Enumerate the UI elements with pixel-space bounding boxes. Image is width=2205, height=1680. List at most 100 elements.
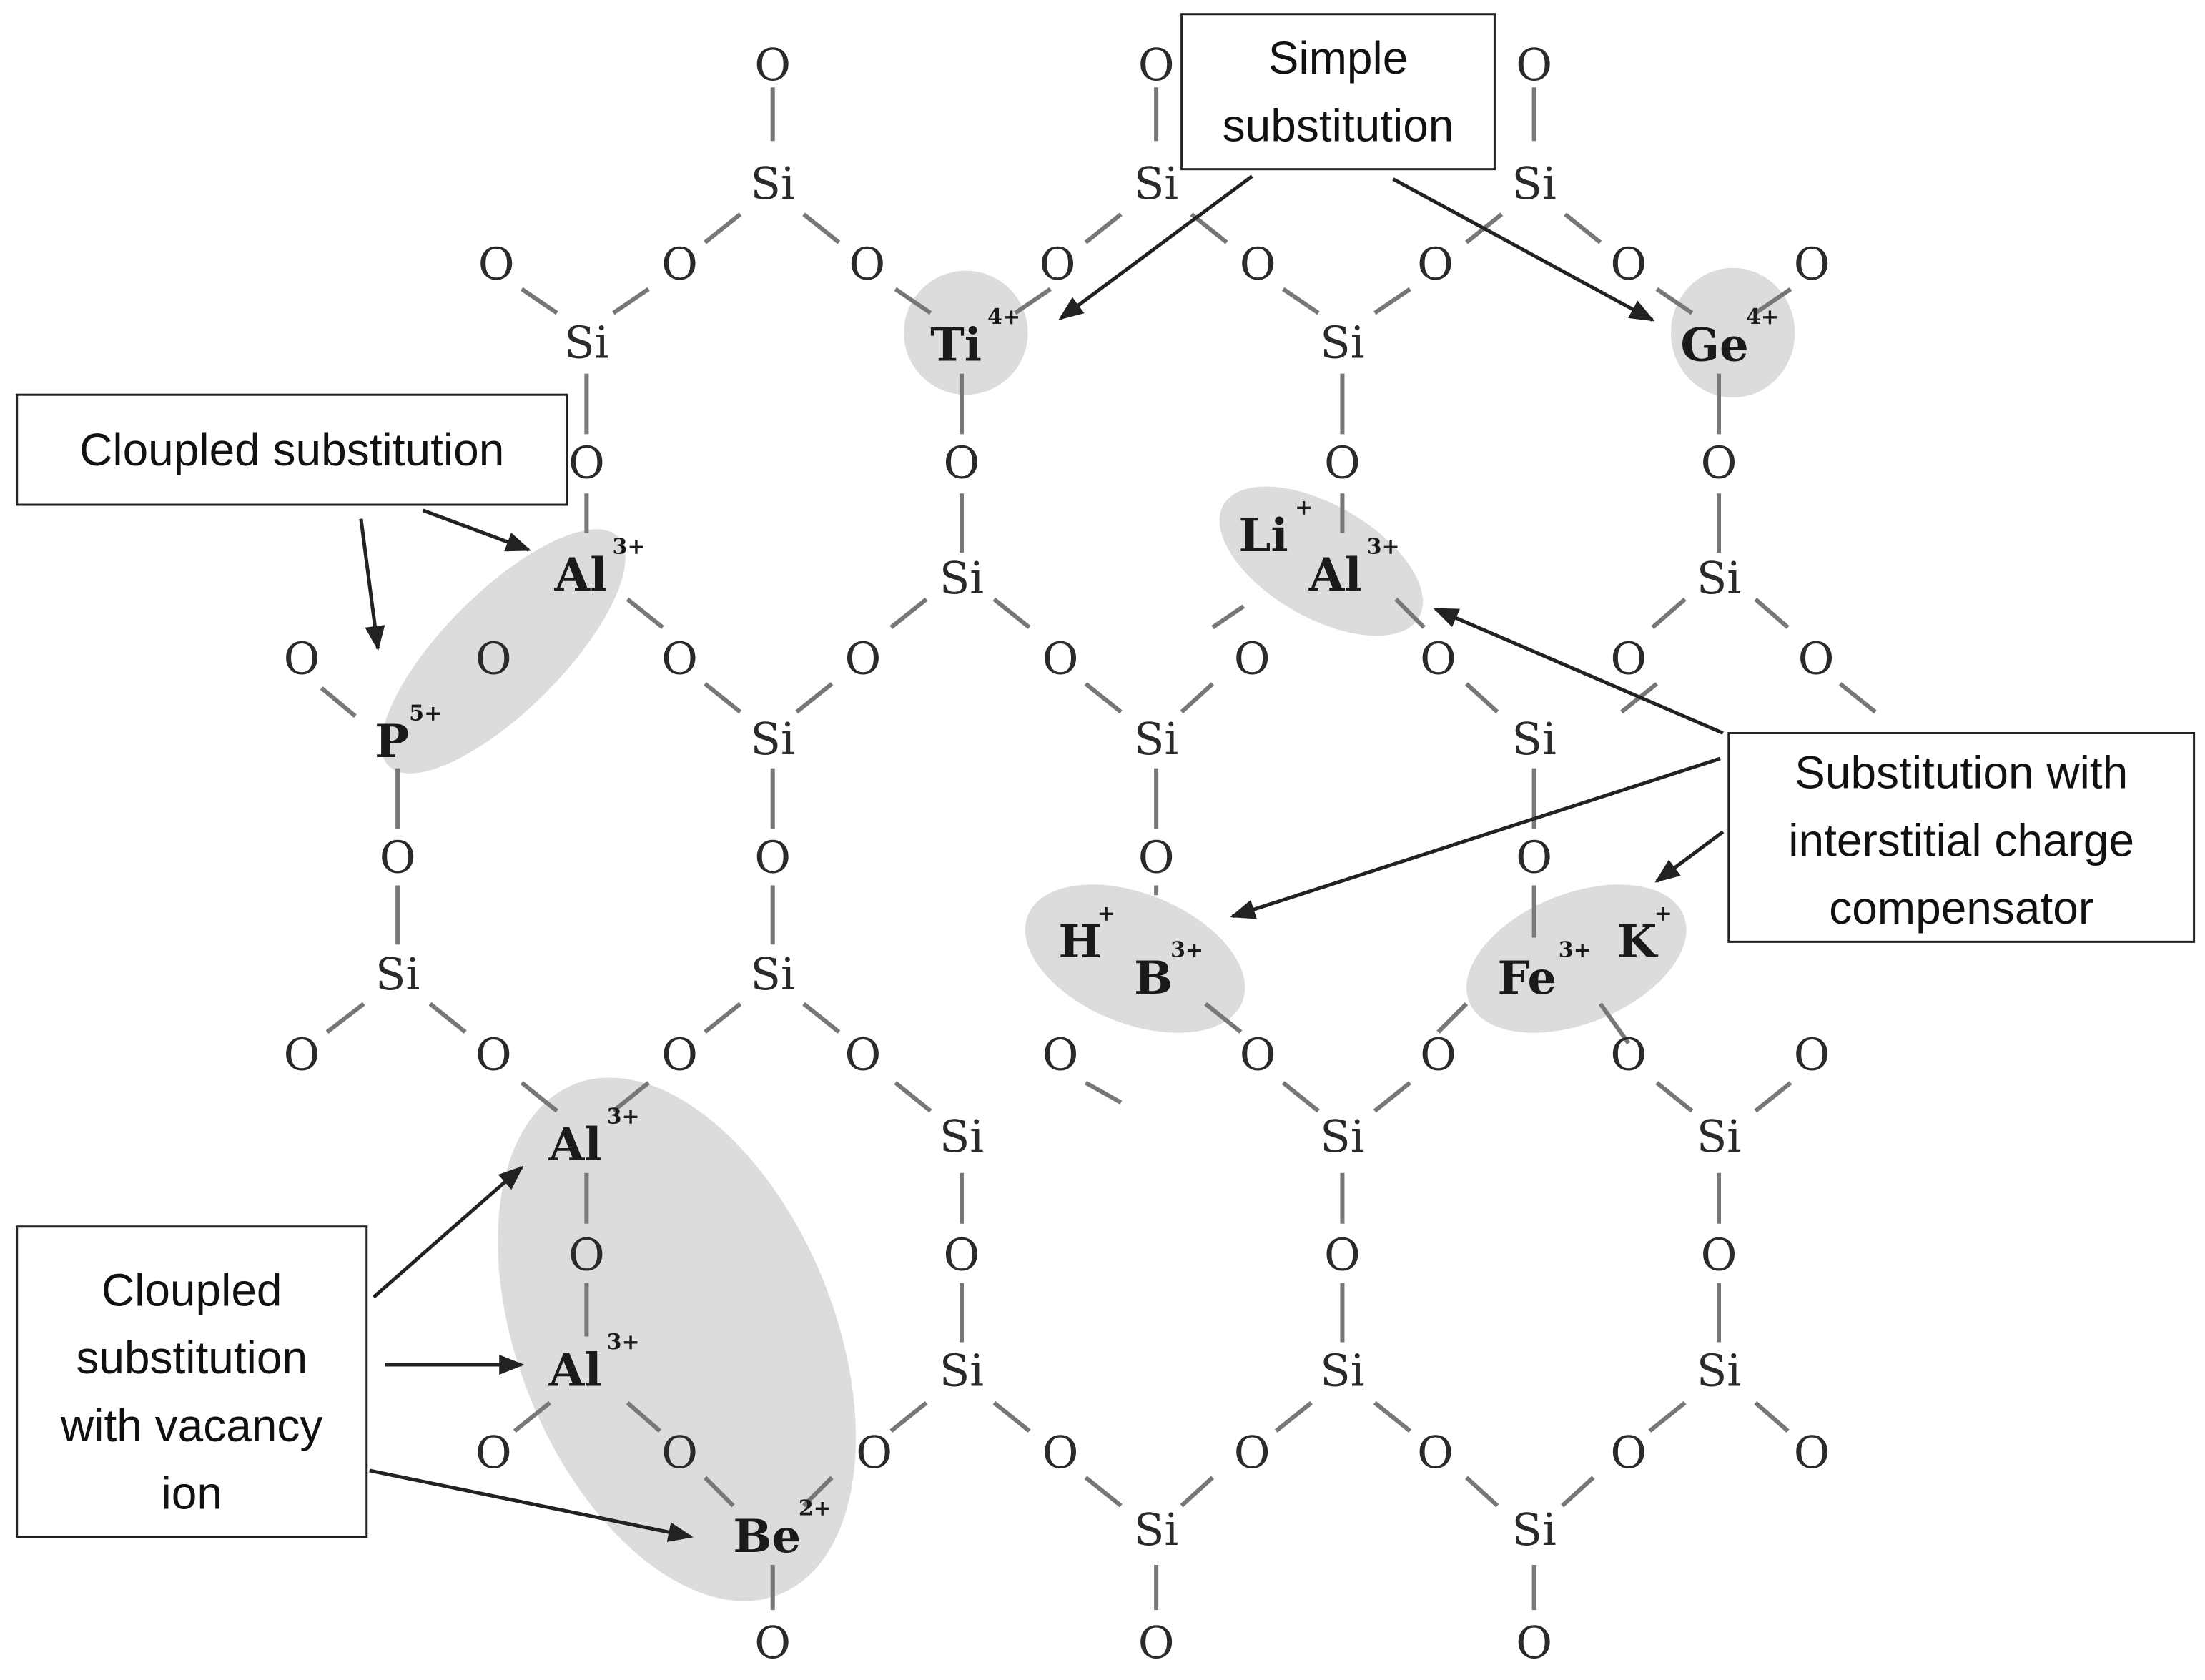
silicon-atom: Si [1134,1503,1178,1556]
bond-line [1274,1400,1313,1433]
svg-text:H: H [1058,915,1101,969]
svg-text:Li: Li [1238,509,1288,563]
silicon-atom: Si [1697,1110,1741,1162]
oxygen-atom: O [1240,1029,1276,1081]
oxygen-atom: O [661,1029,698,1081]
oxygen-atom: O [944,1229,980,1281]
highlight-ti [904,270,1028,395]
oxygen-atom: O [1042,632,1079,684]
oxygen-atom: O [1138,1616,1175,1669]
oxygen-atom: O [661,632,698,684]
oxygen-atom: O [1042,1426,1079,1478]
ion-p: P5+ [375,701,442,769]
bond-line [1598,1002,1631,1045]
silicon-atom: Si [1697,1344,1741,1396]
label-coupled-vacancy-line: Cloupled [102,1264,282,1315]
label-simple-substitution-line: substitution [1223,100,1454,152]
ion-al: Al3+ [554,535,646,603]
bond-line [1561,1476,1595,1508]
bond-line [1648,1400,1687,1433]
silicon-atom: Si [564,317,608,369]
svg-text:+: + [1654,901,1672,926]
oxygen-atom: O [1240,237,1276,290]
silicon-atom: Si [939,1344,984,1396]
bond-line [612,287,650,315]
oxygen-atom: O [1794,1029,1830,1081]
highlight-h-b [1025,884,1245,1033]
highlight-ge [1670,267,1795,398]
arrow-vacancy-al1 [372,1165,524,1299]
bond-line [1464,1476,1499,1508]
svg-text:3+: 3+ [1170,938,1203,963]
ion-k: K+ [1617,901,1672,969]
oxygen-atom: O [284,632,320,684]
ion-ti: Ti4+ [930,305,1020,372]
bond-line [1655,287,1694,315]
svg-text:4+: 4+ [987,305,1020,330]
label-coupled-substitution: Cloupled substitution [16,393,568,506]
silicon-atom: Si [939,552,984,604]
silicon-atom: Si [375,948,420,1000]
svg-text:4+: 4+ [1746,305,1779,330]
svg-text:3+: 3+ [607,1330,640,1355]
label-interstitial-compensator-line: Substitution with [1795,747,2128,799]
oxygen-atom: O [380,831,416,884]
bond-line [428,1002,467,1034]
bond-line [1655,1081,1694,1113]
bond-line [1651,597,1687,629]
oxygen-atom: O [568,436,605,488]
svg-text:Fe: Fe [1497,952,1557,1005]
bond-line [894,287,932,315]
oxygen-atom: O [1516,831,1552,884]
oxygen-atom: O [475,1426,512,1478]
svg-text:5+: 5+ [409,701,442,726]
bond-line [1754,1400,1790,1433]
oxygen-atom: O [1417,1426,1454,1478]
svg-text:K: K [1617,915,1659,969]
ion-be: Be2+ [733,1496,831,1564]
oxygen-atom: O [478,237,515,290]
svg-text:Al: Al [548,1118,602,1172]
label-interstitial-compensator: Substitution with interstitial charge comp… [1727,731,2196,943]
arrows [359,174,1725,1542]
arrow-vacancy-be [369,1468,694,1542]
bond-line [889,597,928,629]
bond-line [320,686,357,718]
bond-line [889,1400,928,1433]
ion-al: Al3+ [548,1104,640,1172]
ion-li: Li+ [1238,495,1313,563]
label-interstitial-compensator-line: interstitial charge [1788,814,2134,866]
oxygen-atom: O [1794,1426,1830,1478]
oxygen-atom: O [849,237,885,290]
oxygen-atom: O [1042,1029,1079,1081]
arrow-simple-ti [1058,174,1253,320]
bond-line [802,212,841,244]
oxygen-atom: O [1234,632,1271,684]
ion-h: H+ [1058,901,1115,969]
bond-line [1085,1080,1123,1105]
label-interstitial-compensator-line: compensator [1829,882,2093,934]
silicon-atom: Si [751,713,795,765]
oxygen-atom: O [1417,237,1454,290]
svg-text:B: B [1134,952,1173,1005]
oxygen-atom: O [1610,1426,1647,1478]
bond-line [795,682,834,714]
svg-text:3+: 3+ [613,535,646,560]
ion-al: Al3+ [1308,535,1400,603]
oxygen-atom: O [1040,237,1076,290]
oxygen-atom: O [845,632,882,684]
oxygen-atom: O [1610,237,1647,290]
bond-line [1180,1476,1215,1508]
bond-line [894,1081,932,1113]
bond-line [520,1081,558,1113]
bond-line [992,597,1031,629]
highlight-li-al [1219,486,1424,636]
bond-line [1754,287,1792,315]
bond-line [801,1476,834,1508]
oxygen-atom: O [1701,436,1737,488]
bond-line [626,1400,661,1433]
silicon-atom: Si [1134,713,1178,765]
